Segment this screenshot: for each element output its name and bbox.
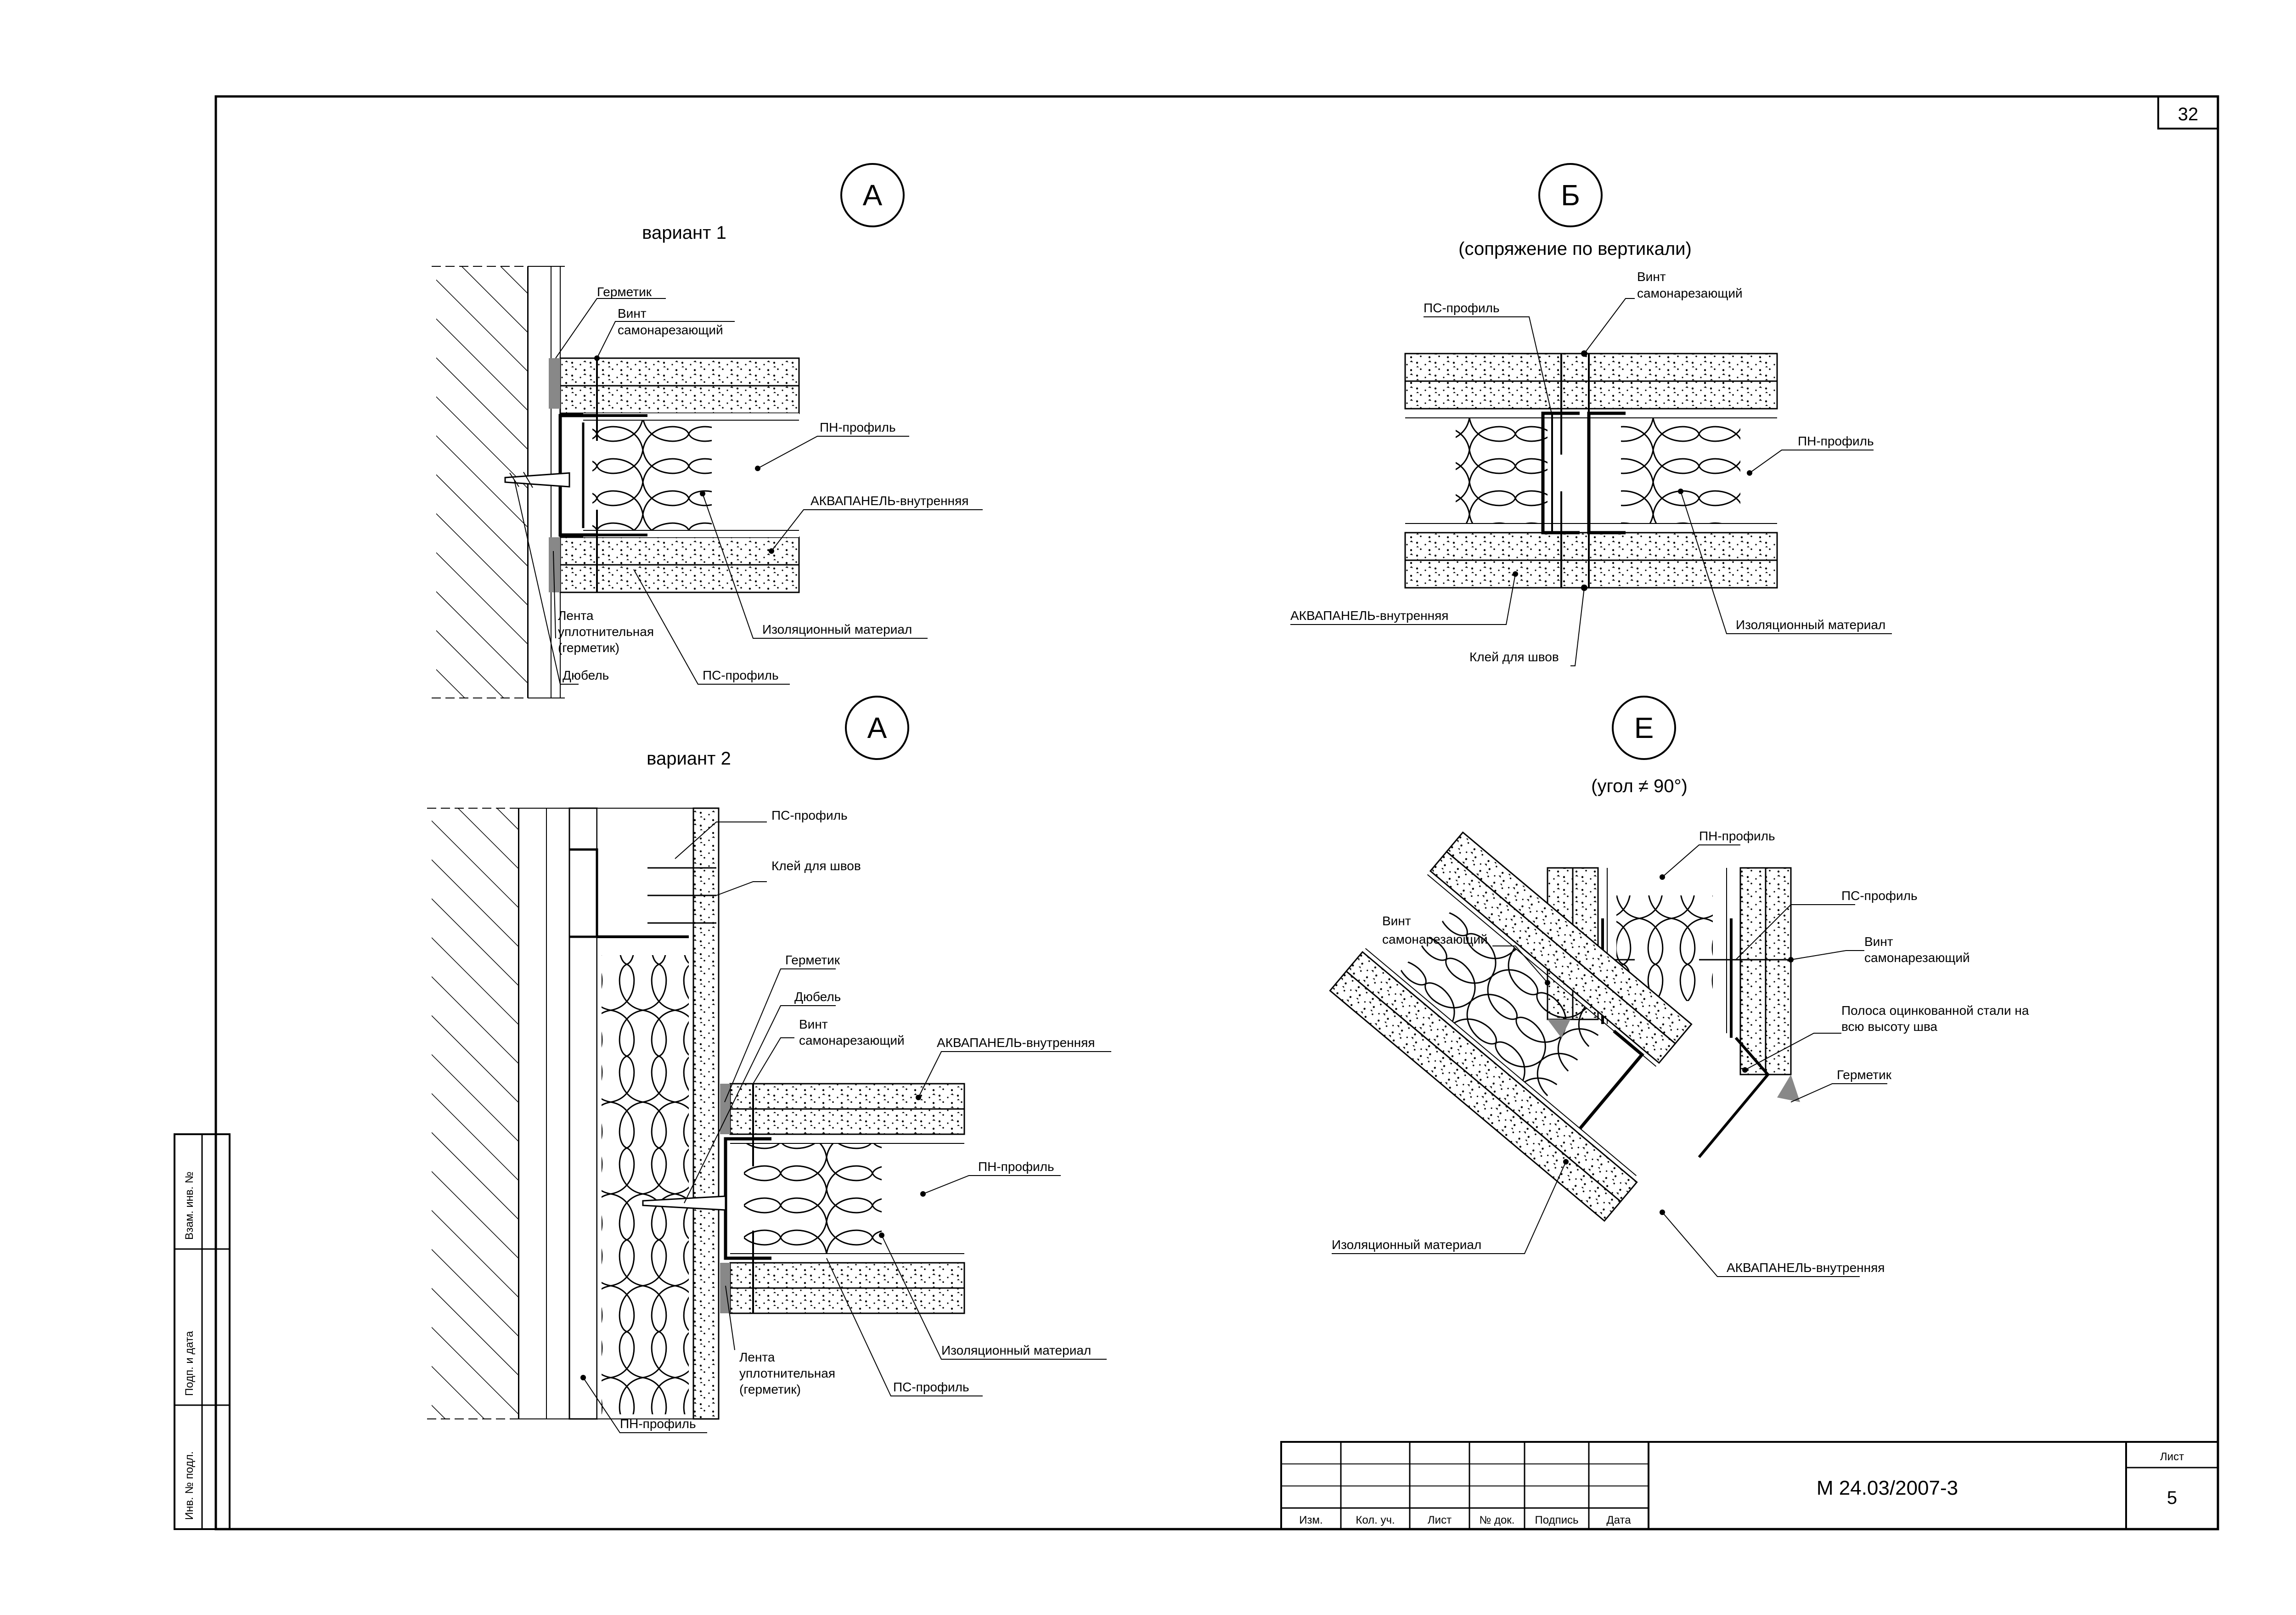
sheet-frame [214, 95, 2219, 1531]
a2-label-hermetic: Герметик [785, 953, 840, 967]
detail-a1-mark: А [863, 179, 883, 212]
a2-label-insulation: Изоляционный материал [941, 1343, 1091, 1357]
a1-label-hermetic: Герметик [597, 285, 652, 299]
a2-label-screw-1: Винт [799, 1017, 828, 1031]
a1-label-insulation: Изоляционный материал [762, 622, 912, 636]
b-label-screw-1: Винт [1637, 270, 1666, 284]
a1-label-ps: ПС-профиль [703, 668, 779, 682]
detail-b-mark: Б [1561, 179, 1580, 212]
a2-label-screw-2: самонарезающий [799, 1033, 905, 1047]
side-field-orig-inv: Инв. № подл. [183, 1452, 196, 1520]
a1-label-tape-2: уплотнительная [558, 625, 654, 639]
b-label-insulation: Изоляционный материал [1736, 618, 1885, 632]
b-label-ps: ПС-профиль [1424, 301, 1500, 315]
e-label-screw-l2: самонарезающий [1382, 932, 1488, 946]
stamp-col-izm: Изм. [1299, 1514, 1322, 1526]
e-label-strip-1: Полоса оцинкованной стали на [1841, 1003, 2029, 1018]
sheet-number: 5 [2167, 1488, 2177, 1508]
b-label-pn: ПН-профиль [1798, 434, 1874, 448]
e-label-screw-l1: Винт [1382, 914, 1411, 928]
a2-label-dowel: Дюбель [794, 990, 841, 1004]
e-label-insulation: Изоляционный материал [1332, 1238, 1481, 1252]
stamp-col-kol: Кол. уч. [1356, 1514, 1395, 1526]
a2-label-ps-bottom: ПС-профиль [893, 1380, 969, 1394]
stamp-col-list: Лист [1428, 1514, 1452, 1526]
detail-a2-title: вариант 2 [647, 748, 731, 769]
e-label-aqua: АКВАПАНЕЛЬ-внутренняя [1727, 1260, 1885, 1275]
a1-label-tape-1: Лента [558, 608, 594, 623]
a1-label-tape-3: (герметик) [558, 641, 619, 655]
stamp-col-date: Дата [1606, 1514, 1631, 1526]
detail-e-title: (угол ≠ 90°) [1591, 776, 1688, 796]
e-label-ps: ПС-профиль [1841, 889, 1918, 903]
corner-number-box: 32 [2157, 96, 2219, 129]
a1-label-screw-1: Винт [618, 306, 647, 321]
detail-a-variant-2: А вариант 2 [427, 696, 1111, 1433]
a1-label-aqua: АКВАПАНЕЛЬ-внутренняя [810, 494, 968, 508]
detail-a-variant-1: А вариант 1 [432, 163, 983, 698]
a2-label-glue: Клей для швов [771, 859, 861, 873]
sheet-label: Лист [2160, 1451, 2184, 1463]
side-field-sign-date: Подп. и дата [183, 1331, 196, 1396]
detail-e: Е (угол ≠ 90°) [1329, 696, 2029, 1277]
a2-label-aqua: АКВАПАНЕЛЬ-внутренняя [937, 1035, 1095, 1050]
title-block: Изм. Кол. уч. Лист № док. Подпись Дата М… [1280, 1441, 2219, 1530]
detail-e-mark: Е [1634, 711, 1654, 744]
detail-b: Б (сопряжение по вертикали) Винт само [1290, 163, 1892, 666]
stamp-col-doc: № док. [1480, 1514, 1515, 1526]
a2-label-tape-2: уплотнительная [739, 1366, 835, 1380]
a1-label-pn: ПН-профиль [820, 420, 896, 434]
a2-label-pn: ПН-профиль [978, 1159, 1054, 1174]
e-label-screw-r1: Винт [1864, 934, 1893, 949]
b-label-glue: Клей для швов [1469, 650, 1559, 664]
a1-label-dowel: Дюбель [563, 668, 609, 682]
side-field-replace-inv: Взам. инв. № [183, 1171, 196, 1240]
e-label-pn: ПН-профиль [1699, 829, 1775, 843]
document-code: М 24.03/2007-3 [1817, 1477, 1958, 1499]
a2-label-tape-3: (герметик) [739, 1382, 801, 1396]
detail-b-title: (сопряжение по вертикали) [1458, 239, 1692, 259]
a2-label-tape-1: Лента [739, 1350, 775, 1364]
b-label-screw-2: самонарезающий [1637, 286, 1743, 300]
stamp-col-sign: Подпись [1535, 1514, 1579, 1526]
a1-label-screw-2: самонарезающий [618, 323, 723, 337]
detail-a1-title: вариант 1 [642, 223, 726, 243]
e-label-strip-2: всю высоту шва [1841, 1019, 1938, 1034]
a2-label-ps-top: ПС-профиль [771, 808, 848, 822]
corner-number: 32 [2178, 104, 2199, 124]
e-label-hermetic: Герметик [1837, 1068, 1892, 1082]
b-label-aqua: АКВАПАНЕЛЬ-внутренняя [1290, 608, 1448, 623]
detail-a2-mark: А [867, 711, 887, 744]
e-label-screw-r2: самонарезающий [1864, 951, 1970, 965]
a2-label-pn-bottom: ПН-профиль [620, 1417, 696, 1431]
side-fields: Взам. инв. № Подп. и дата Инв. № подл. [174, 1133, 231, 1530]
